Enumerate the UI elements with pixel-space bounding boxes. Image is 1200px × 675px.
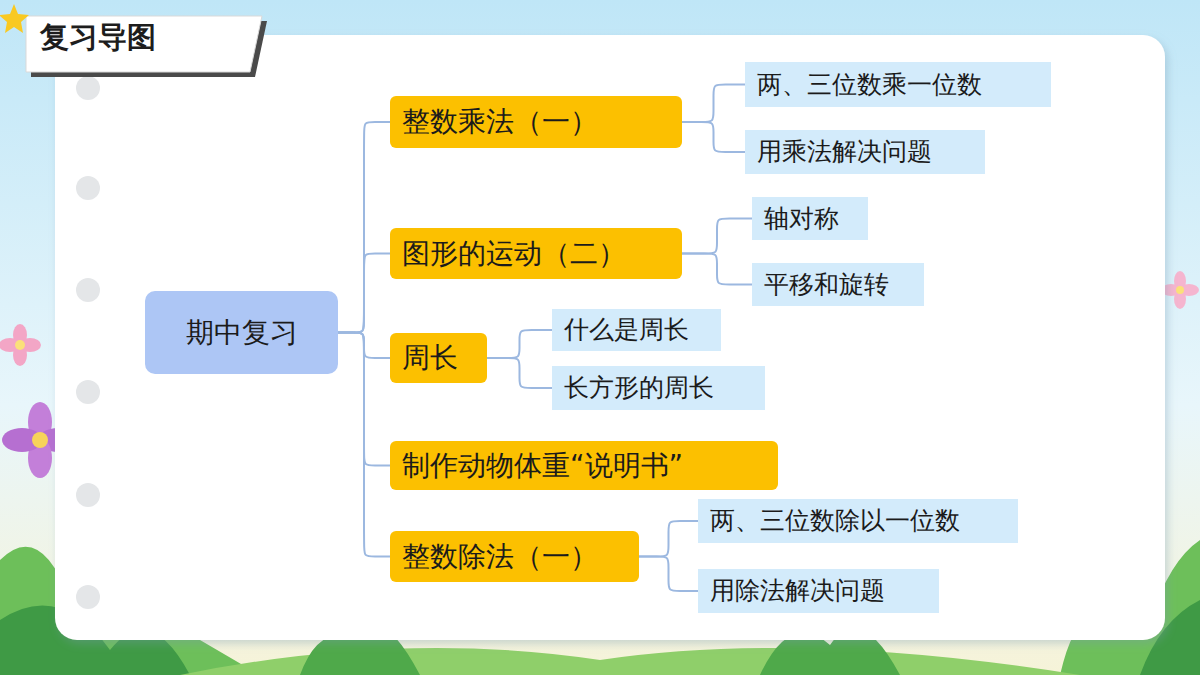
- connector-line: [639, 521, 698, 557]
- subtopic-box: 轴对称: [752, 197, 868, 240]
- node-label: 制作动物体重“说明书”: [402, 449, 683, 483]
- subtopic-box: 平移和旋转: [752, 263, 924, 306]
- node-label: 整数乘法（一）: [402, 105, 598, 139]
- connector-line: [682, 219, 752, 254]
- connector-line: [338, 333, 390, 557]
- node-label: 两、三位数乘一位数: [757, 70, 982, 100]
- node-label: 长方形的周长: [564, 373, 714, 403]
- node-label: 整数除法（一）: [402, 540, 598, 574]
- connector-line: [487, 358, 552, 388]
- node-label: 什么是周长: [564, 315, 689, 345]
- node-label: 用除法解决问题: [710, 576, 885, 606]
- topic-box: 整数乘法（一）: [390, 96, 682, 148]
- subtopic-box: 用乘法解决问题: [745, 130, 985, 174]
- card-panel: [55, 35, 1165, 640]
- node-label: 用乘法解决问题: [757, 137, 932, 167]
- subtopic-box: 两、三位数除以一位数: [698, 499, 1018, 543]
- title-tab: [26, 16, 262, 72]
- node-label: 期中复习: [186, 316, 298, 350]
- node-label: 平移和旋转: [764, 270, 889, 300]
- subtopic-box: 什么是周长: [552, 309, 721, 351]
- subtopic-box: 用除法解决问题: [698, 569, 939, 613]
- topic-box: 制作动物体重“说明书”: [390, 441, 778, 490]
- connector-line: [682, 85, 745, 123]
- connector-line: [338, 254, 390, 333]
- node-label: 轴对称: [764, 204, 839, 234]
- binder-holes: [76, 76, 100, 609]
- connector-line: [682, 122, 745, 152]
- node-label: 图形的运动（二）: [402, 237, 626, 271]
- star: [0, 4, 29, 33]
- topic-box: 整数除法（一）: [390, 531, 639, 582]
- subtopic-box: 长方形的周长: [552, 366, 765, 410]
- topic-box: 图形的运动（二）: [390, 228, 682, 279]
- topic-box: 周长: [390, 333, 487, 383]
- subtopic-box: 两、三位数乘一位数: [745, 62, 1051, 107]
- connector-line: [682, 254, 752, 285]
- node-label: 两、三位数除以一位数: [710, 506, 960, 536]
- page-title: 复习导图: [40, 18, 156, 58]
- connector-line: [338, 122, 390, 333]
- connector-line: [487, 330, 552, 358]
- connector-line: [639, 557, 698, 592]
- root-box: 期中复习: [145, 291, 338, 374]
- node-label: 周长: [402, 341, 458, 375]
